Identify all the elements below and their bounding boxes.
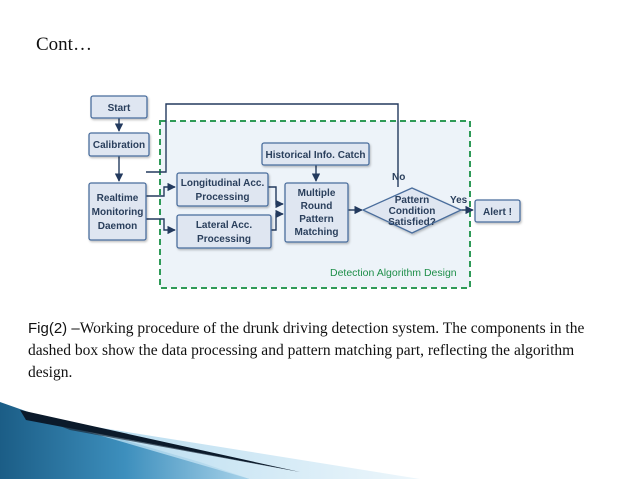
node-pattern-matching: Multiple Round Pattern Matching <box>284 182 349 243</box>
node-alert-line-1: Alert ! <box>483 207 512 218</box>
edge-longitudinal-matching <box>268 186 284 209</box>
edge-lateral-matching <box>271 209 284 231</box>
node-longitudinal-line-1: Longitudinal Acc. <box>181 178 265 189</box>
detection-region-label: Detection Algorithm Design <box>330 267 457 279</box>
node-historical-info: Historical Info. Catch <box>261 142 370 166</box>
node-lateral-processing: Lateral Acc. Processing <box>176 214 272 249</box>
node-condition-line-2: Condition <box>389 206 436 217</box>
edge-realtime-longitudinal <box>146 182 176 197</box>
node-condition-line-3: Satisfied? <box>388 217 436 228</box>
edges <box>114 103 474 235</box>
node-historical-line-1: Historical Info. Catch <box>265 150 365 161</box>
node-calibration: Calibration <box>88 132 150 157</box>
figure-caption: Fig(2) –Working procedure of the drunk d… <box>28 318 613 384</box>
node-matching-line-4: Matching <box>295 227 339 238</box>
node-realtime-line-2: Monitoring <box>92 207 144 218</box>
node-longitudinal-processing: Longitudinal Acc. Processing <box>176 172 269 207</box>
node-matching-line-2: Round <box>301 201 333 212</box>
node-lateral-line-1: Lateral Acc. <box>196 220 253 231</box>
edge-realtime-calibration-loop <box>146 103 399 187</box>
edge-label-no: No <box>392 172 405 183</box>
node-condition-line-1: Pattern <box>395 195 429 206</box>
node-longitudinal-line-2: Processing <box>196 192 250 203</box>
slide-heading: Cont… <box>36 34 92 55</box>
figure-caption-label: Fig(2) – <box>28 320 80 337</box>
node-realtime-line-1: Realtime <box>97 193 139 204</box>
node-calibration-line-1: Calibration <box>93 140 145 151</box>
edge-label-yes: Yes <box>450 195 468 206</box>
node-realtime-line-3: Daemon <box>98 221 137 232</box>
node-start: Start <box>90 95 148 119</box>
node-matching-line-3: Pattern <box>299 214 333 225</box>
node-lateral-line-2: Processing <box>197 234 251 245</box>
node-start-line-1: Start <box>108 103 131 114</box>
node-condition-decision: Pattern Condition Satisfied? <box>361 187 463 234</box>
node-alert: Alert ! <box>474 199 521 223</box>
edge-realtime-lateral <box>146 218 176 235</box>
figure-caption-text: Working procedure of the drunk driving d… <box>28 320 585 381</box>
node-realtime-monitoring: Realtime Monitoring Daemon <box>88 182 147 241</box>
node-matching-line-1: Multiple <box>298 188 336 199</box>
